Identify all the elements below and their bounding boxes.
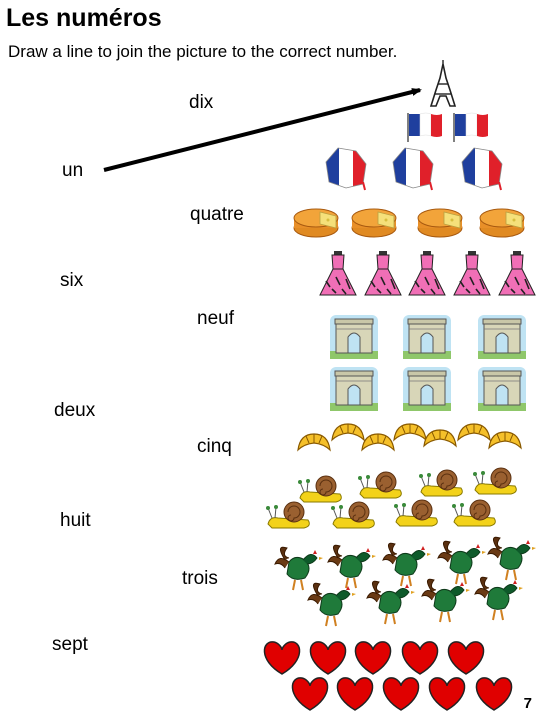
page-number: 7 [523, 695, 532, 712]
eiffel-tower-group [430, 59, 456, 107]
croissant-icon [361, 433, 395, 451]
rooster-icon [437, 540, 487, 585]
cheese-icon [417, 208, 463, 238]
arc-de-triomphe-icon [402, 314, 452, 360]
rooster-icon [327, 544, 377, 589]
france-map-icon [391, 146, 435, 190]
cheeses-group [293, 208, 525, 238]
snail-icon [330, 501, 375, 529]
word-cinq: cinq [197, 436, 232, 457]
snail-icon [418, 469, 463, 497]
french-flag-icon [453, 112, 489, 143]
arc-de-triomphe-icon [329, 314, 379, 360]
cheese-icon [351, 208, 397, 238]
snails-group [265, 467, 517, 529]
arcs-de-triomphe-group [329, 314, 527, 412]
dress-icon [498, 250, 536, 296]
instructions: Draw a line to join the picture to the c… [8, 42, 398, 61]
croissant-icon [488, 431, 522, 449]
french-flag-icon [407, 112, 443, 143]
snail-icon [357, 471, 402, 499]
rooster-icon [366, 580, 416, 625]
word-quatre: quatre [190, 204, 244, 225]
heart-icon [309, 641, 347, 675]
rooster-icon [474, 576, 524, 621]
arc-de-triomphe-icon [402, 366, 452, 412]
cheese-icon [479, 208, 525, 238]
croissants-group [297, 423, 522, 451]
croissant-icon [393, 423, 427, 441]
heart-icon [447, 641, 485, 675]
snail-icon [297, 475, 342, 503]
arc-de-triomphe-icon [477, 314, 527, 360]
heart-icon [291, 677, 329, 711]
snail-icon [393, 499, 438, 527]
word-un: un [62, 160, 84, 181]
roosters-group [274, 536, 537, 627]
france-map-icon [460, 146, 504, 190]
heart-icon [354, 641, 392, 675]
word-huit: huit [60, 510, 91, 531]
snail-icon [451, 499, 496, 527]
heart-icon [382, 677, 420, 711]
snail-icon [472, 467, 517, 495]
dress-icon [319, 250, 357, 296]
dress-icon [453, 250, 491, 296]
snail-icon [265, 501, 310, 529]
example-join-line [103, 88, 422, 172]
worksheet-title: Les numéros [6, 4, 162, 32]
heart-icon [401, 641, 439, 675]
rooster-icon [307, 582, 357, 627]
arc-de-triomphe-icon [329, 366, 379, 412]
word-sept: sept [52, 634, 88, 655]
croissant-icon [297, 433, 331, 451]
cheese-icon [293, 208, 339, 238]
heart-icon [475, 677, 513, 711]
dress-icon [408, 250, 446, 296]
dress-icon [364, 250, 402, 296]
croissant-icon [331, 423, 365, 441]
rooster-icon [421, 578, 471, 623]
croissant-icon [423, 429, 457, 447]
heart-icon [263, 641, 301, 675]
word-six: six [60, 270, 84, 291]
dresses-group [319, 250, 536, 296]
word-dix: dix [189, 92, 214, 113]
france-map-icon [324, 146, 368, 190]
rooster-icon [487, 536, 537, 581]
france-maps-group [324, 146, 504, 190]
croissant-icon [457, 423, 491, 441]
heart-icon [336, 677, 374, 711]
word-deux: deux [54, 400, 96, 421]
rooster-icon [382, 542, 432, 587]
heart-icon [428, 677, 466, 711]
word-neuf: neuf [197, 308, 234, 329]
arc-de-triomphe-icon [477, 366, 527, 412]
flags-group [407, 112, 489, 143]
eiffel-tower-icon [430, 59, 456, 107]
word-trois: trois [182, 568, 218, 589]
hearts-group [263, 641, 513, 711]
